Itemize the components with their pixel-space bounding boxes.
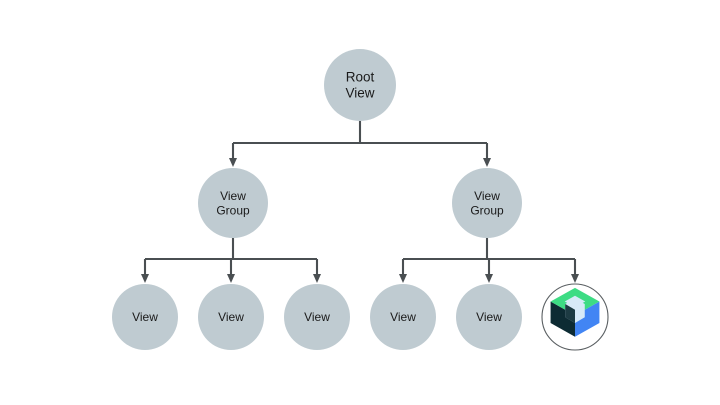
root-view-node-circle — [324, 49, 396, 121]
edge-group-left-to-leaf-2-arrowhead — [227, 274, 235, 283]
compose-logo-left-face — [550, 301, 575, 337]
view-leaf-node-1[interactable]: View — [112, 284, 178, 350]
view-leaf-node-5[interactable]: View — [456, 284, 522, 350]
jetpack-compose-logo-node[interactable] — [541, 283, 609, 351]
view-group-node-right-label-line1: View — [474, 189, 500, 203]
view-leaf-node-4[interactable]: View — [370, 284, 436, 350]
root-view-node-label-line1: Root — [346, 70, 375, 85]
view-leaf-node-2-label: View — [218, 310, 244, 324]
view-leaf-node-4-circle — [370, 284, 436, 350]
view-leaf-node-1-label: View — [132, 310, 158, 324]
connector-layer — [141, 121, 579, 283]
view-leaf-node-5-label: View — [476, 310, 502, 324]
edge-group-left-to-leaf-1-arrowhead — [141, 274, 149, 283]
view-leaf-node-1-circle — [112, 284, 178, 350]
view-leaf-node-4-label: View — [390, 310, 416, 324]
view-group-node-left-label-line2: Group — [216, 203, 250, 217]
view-leaf-node-2[interactable]: View — [198, 284, 264, 350]
view-leaf-node-5-circle — [456, 284, 522, 350]
view-leaf-node-2-circle — [198, 284, 264, 350]
compose-logo-right-face — [575, 301, 600, 337]
compose-logo-inner-shadow — [565, 303, 575, 324]
view-leaf-node-3-label: View — [304, 310, 330, 324]
edge-group-right-to-leaf-4-arrowhead — [399, 274, 407, 283]
view-group-node-right-circle — [452, 168, 522, 238]
edge-root-to-group-left-arrowhead — [229, 158, 237, 167]
root-view-node-label-line2: View — [345, 86, 374, 101]
connector-group-root-view — [229, 121, 491, 167]
edge-group-right-to-compose-arrowhead — [571, 274, 579, 283]
view-group-node-left-circle — [198, 168, 268, 238]
edge-group-left-to-leaf-3-arrowhead — [313, 274, 321, 283]
view-leaf-node-3[interactable]: View — [284, 284, 350, 350]
edge-group-right-to-leaf-5-arrowhead — [485, 274, 493, 283]
jetpack-compose-icon — [550, 287, 600, 337]
view-leaf-node-3-circle — [284, 284, 350, 350]
view-group-node-right-label-line2: Group — [470, 203, 504, 217]
edge-root-to-group-right-arrowhead — [483, 158, 491, 167]
connector-group-view-group-left — [141, 238, 321, 283]
connector-group-view-group-right — [399, 238, 579, 283]
view-group-node-left-label-line1: View — [220, 189, 246, 203]
